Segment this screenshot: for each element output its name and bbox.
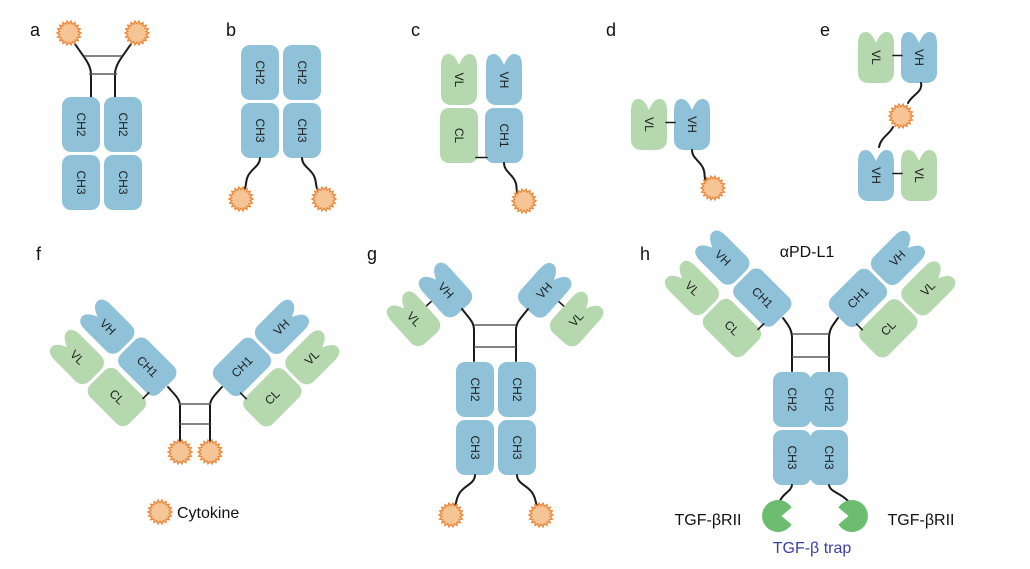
hinge-curve — [167, 386, 181, 442]
linker — [453, 474, 476, 508]
cytokine-icon — [196, 438, 224, 466]
panel-b-letter: b — [226, 20, 236, 40]
panel-d: d VL VH — [606, 20, 727, 202]
tgfb-trap-icon — [762, 500, 792, 532]
linker — [878, 126, 894, 148]
scfv-connector — [558, 301, 565, 307]
domain-vh-label: VH — [685, 116, 699, 133]
panel-h: h αPD-L1 VL VH CL CH1 VH VL CH1 CL — [640, 227, 959, 557]
domain-ch2-label: CH2 — [295, 60, 309, 84]
hinge-curve — [782, 317, 793, 372]
cytokine-icon — [527, 501, 555, 529]
fab-arm-left: VL VH CL CH1 — [46, 296, 181, 430]
domain-ch3-label: CH3 — [822, 445, 836, 469]
domain-vl-label: VL — [642, 117, 656, 132]
panel-h-letter: h — [640, 244, 650, 264]
domain-ch3-label: CH3 — [468, 435, 482, 459]
panel-e-letter: e — [820, 20, 830, 40]
domain-cl-label: CL — [452, 128, 466, 144]
hinge-curve — [74, 43, 92, 98]
panel-c-letter: c — [411, 20, 420, 40]
cytokine-icon — [699, 174, 727, 202]
cytokine-legend-icon — [146, 498, 174, 526]
linker — [828, 484, 849, 502]
tgfbrii-left-annotation: TGF-βRII — [675, 512, 742, 529]
linker — [503, 162, 520, 196]
cytokine-icon — [227, 185, 255, 213]
panel-g: g VL VH VH VL CH2 CH2 CH3 CH3 — [367, 244, 607, 529]
cytokine-icon — [887, 102, 915, 130]
linker — [779, 484, 793, 502]
panel-a: a CH2 CH2 CH3 CH3 — [30, 19, 151, 210]
cytokine-legend: Cytokine — [146, 498, 239, 526]
linker — [301, 157, 319, 191]
hinge-curve — [114, 43, 132, 98]
domain-ch3-label: CH3 — [74, 170, 88, 194]
linker — [691, 149, 708, 183]
fab-arm-right: VH VL CH1 CL — [825, 227, 959, 362]
interchain-bond — [757, 322, 765, 331]
domain-ch2-label: CH2 — [468, 377, 482, 401]
hinge-curve — [209, 386, 223, 442]
panel-e: e VL VH VH VL — [820, 20, 937, 201]
hinge-curve — [828, 317, 839, 372]
tgfb-trap-annotation: TGF-β trap — [773, 540, 852, 557]
cytokine-legend-label: Cytokine — [177, 505, 239, 522]
domain-ch3-label: CH3 — [510, 435, 524, 459]
domain-vh-label: VH — [912, 49, 926, 66]
panel-b: b CH2 CH2 CH3 CH3 — [226, 20, 338, 213]
domain-ch3-label: CH3 — [116, 170, 130, 194]
domain-ch2-label: CH2 — [785, 387, 799, 411]
domain-ch2-label: CH2 — [510, 377, 524, 401]
domain-ch2-label: CH2 — [822, 387, 836, 411]
panel-a-letter: a — [30, 20, 41, 40]
scfv-arm-right: VH VL — [513, 259, 607, 351]
domain-vl-label: VL — [869, 50, 883, 65]
interchain-bond — [142, 391, 150, 400]
hinge-curve — [515, 308, 529, 362]
linker — [907, 82, 923, 104]
cytokine-icon — [166, 438, 194, 466]
domain-vh-label: VH — [497, 72, 511, 89]
domain-ch1-label: CH1 — [497, 123, 511, 147]
interchain-bond — [855, 323, 864, 331]
scfv-connector — [425, 300, 432, 307]
domain-vl-label: VL — [452, 73, 466, 88]
apdl1-annotation: αPD-L1 — [780, 244, 835, 261]
domain-ch3-label: CH3 — [253, 118, 267, 142]
panel-c: c VL VH CL CH1 — [411, 20, 538, 215]
fab-arm-left: VL VH CL CH1 — [661, 227, 796, 361]
domain-ch2-label: CH2 — [253, 60, 267, 84]
tgfbrii-right-annotation: TGF-βRII — [888, 512, 955, 529]
panel-f-letter: f — [36, 244, 42, 264]
fab-arm-right: VH VL CH1 CL — [209, 296, 343, 431]
panel-g-letter: g — [367, 244, 377, 264]
panel-d-letter: d — [606, 20, 616, 40]
linker — [243, 157, 261, 191]
tgfb-trap-icon — [838, 500, 868, 532]
panel-f: f VL VH CL CH1 VH VL CH1 CL — [36, 244, 343, 526]
cytokine-icon — [310, 185, 338, 213]
hinge-curve — [461, 308, 475, 362]
domain-ch3-label: CH3 — [295, 118, 309, 142]
cytokine-icon — [437, 501, 465, 529]
cytokine-icon — [55, 19, 83, 47]
cytokine-icon — [510, 187, 538, 215]
domain-ch3-label: CH3 — [785, 445, 799, 469]
interchain-bond — [239, 392, 248, 400]
scfv-arm-left: VL VH — [383, 259, 477, 351]
cytokine-icon — [123, 19, 151, 47]
domain-vh-label: VH — [869, 167, 883, 184]
linker — [516, 474, 539, 508]
domain-ch2-label: CH2 — [116, 112, 130, 136]
domain-ch2-label: CH2 — [74, 112, 88, 136]
domain-vl-label: VL — [912, 168, 926, 183]
